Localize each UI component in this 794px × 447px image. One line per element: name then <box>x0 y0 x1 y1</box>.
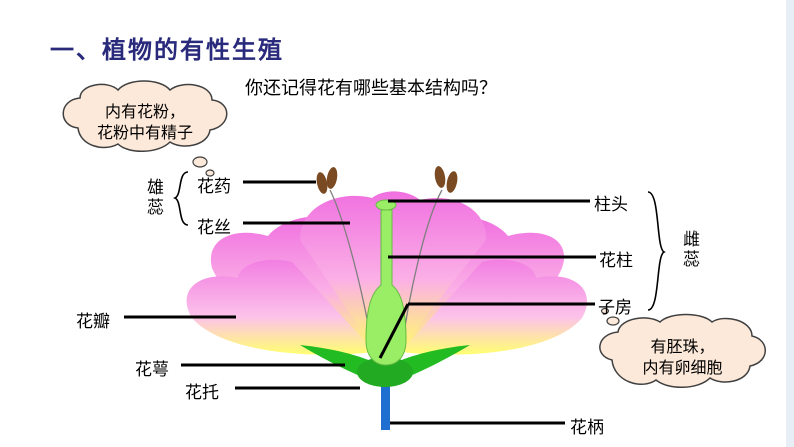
ovary-note: 有胚珠， 内有卵细胞 <box>615 336 750 378</box>
label-style: 花柱 <box>599 251 633 271</box>
stamen-char2: 蕊 <box>147 198 164 218</box>
stamen-thought-cloud <box>62 80 228 177</box>
stamen-note-line1: 内有花粉， <box>104 102 185 121</box>
anthers <box>316 166 458 194</box>
stamen-char1: 雄 <box>147 178 164 198</box>
ovary-note-line1: 有胚珠， <box>650 337 715 356</box>
label-receptacle: 花托 <box>185 383 219 403</box>
ovary-note-line2: 内有卵细胞 <box>642 358 723 377</box>
pistil-char2: 蕊 <box>683 250 700 270</box>
question-text: 你还记得花有哪些基本结构吗？ <box>245 78 497 99</box>
stamen-brace <box>172 171 189 226</box>
pointer-lines <box>124 180 596 425</box>
pistil-brace <box>647 191 666 311</box>
stamen-note-line2: 花粉中有精子 <box>96 123 193 142</box>
petals <box>186 191 588 355</box>
stalk-shape <box>381 380 390 430</box>
label-petal: 花瓣 <box>76 312 110 332</box>
label-anther: 花药 <box>197 177 231 197</box>
ovary-thought-cloud <box>599 307 766 388</box>
label-sepal: 花萼 <box>135 360 169 380</box>
pistil-group-label: 雌 蕊 <box>683 230 701 270</box>
label-stigma: 柱头 <box>594 195 628 215</box>
label-filament: 花丝 <box>197 218 231 238</box>
sepals <box>300 345 470 387</box>
stamen-note: 内有花粉， 花粉中有精子 <box>80 101 210 143</box>
label-stalk: 花柄 <box>570 418 604 438</box>
label-ovary: 子房 <box>598 298 632 318</box>
page-title: 一、植物的有性生殖 <box>50 36 284 64</box>
pistil-char1: 雌 <box>683 230 700 250</box>
stamen-group-label: 雄 蕊 <box>147 178 165 218</box>
right-edge-accent <box>786 0 794 447</box>
